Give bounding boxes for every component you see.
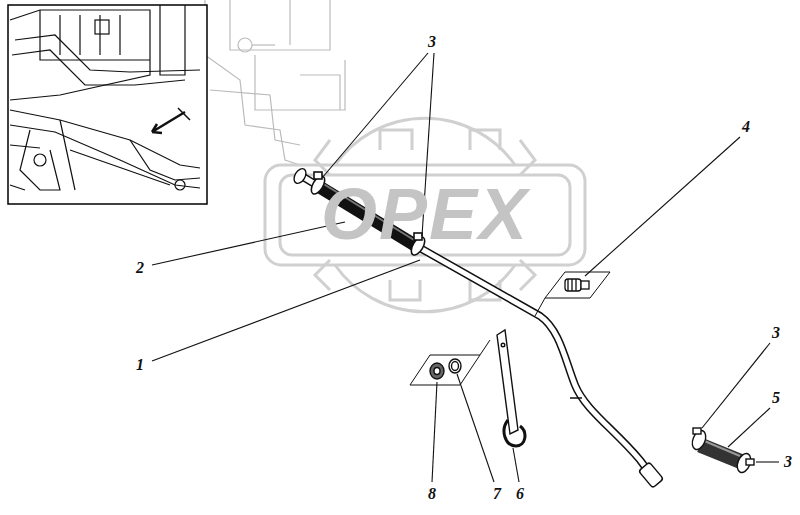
callout-number: 3 <box>772 325 780 341</box>
callout-number: 4 <box>742 119 750 135</box>
callout-number: 7 <box>493 486 501 502</box>
watermark: OPEX <box>321 178 529 250</box>
callout-number: 2 <box>136 260 144 276</box>
callout-number: 3 <box>428 34 436 50</box>
callout-number: 1 <box>136 357 144 373</box>
callout-number: 5 <box>772 390 780 406</box>
callout-number: 8 <box>428 486 436 502</box>
callout-number: 6 <box>516 486 524 502</box>
callout-number: 3 <box>784 454 792 470</box>
